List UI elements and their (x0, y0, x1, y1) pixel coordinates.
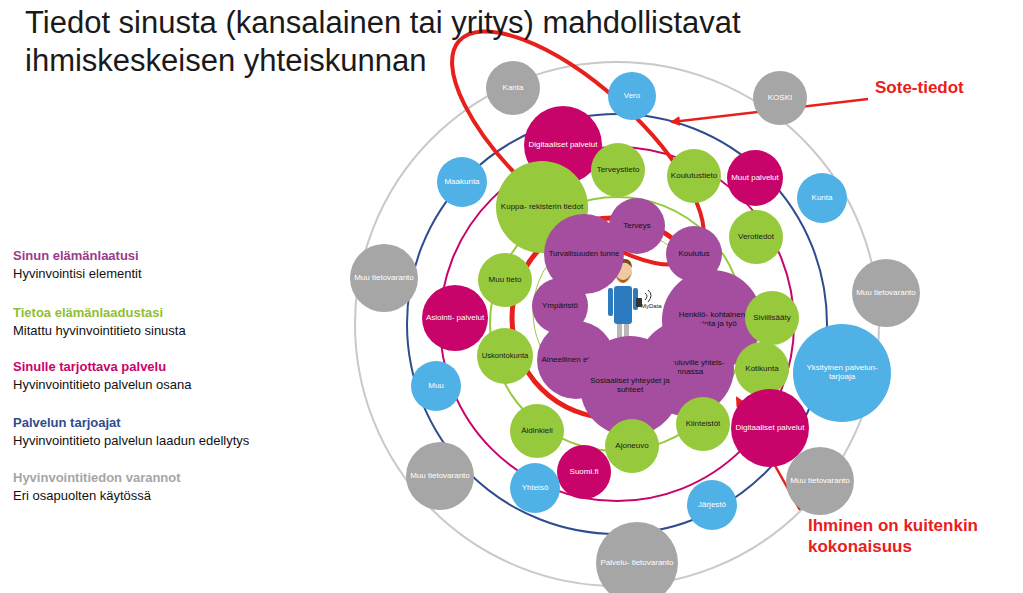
node-circle: Muut palvelut (727, 150, 783, 206)
node-circle: Muu tietovaranto (786, 447, 854, 515)
node-circle: Yksityinen palvelun- tarjoaja (793, 324, 891, 422)
node-text: Terveys (620, 222, 654, 231)
node-text: Muut palvelut (728, 174, 782, 183)
legend-heading: Palvelun tarjoajat (13, 415, 353, 431)
node-text: Kiinteistöt (683, 420, 724, 429)
node-circle: Suomi.fi (557, 445, 611, 499)
node-text: Järjestö (695, 501, 729, 510)
node-circle: Äidinkieli (510, 404, 564, 458)
node-text: Turvallisuuden tunne (546, 250, 623, 258)
node-circle: Ajoneuvo (605, 419, 659, 473)
node-text: Muu tietovaranto (351, 274, 417, 283)
node-text: Muu (425, 382, 447, 391)
legend-heading: Sinun elämänlaatusi (13, 248, 353, 264)
node-circle: Järjestö (687, 480, 737, 530)
node-text: Sosiaaliset yhteydet ja suhteet (580, 377, 680, 395)
legend-description: Mitattu hyvinvointitieto sinusta (13, 323, 353, 339)
node-circle: Asiointi- palvelut (422, 285, 488, 351)
node-circle: Yhteisö (510, 463, 560, 513)
node-text: Digitaaliset palvelut (526, 141, 601, 150)
node-text: Kanta (500, 84, 527, 93)
node-circle: Muu tietovaranto (350, 244, 418, 312)
node-circle: Palvelu- tietovaranto (596, 522, 678, 593)
node-text: Muu tietovaranto (853, 289, 919, 298)
node-text: Muu tieto (486, 276, 525, 285)
brand-label: MyData (641, 303, 681, 310)
node-circle: Kotikunta (735, 342, 789, 396)
node-text: Siviilisääty (750, 314, 793, 323)
node-circle: KOSKI (753, 71, 807, 125)
node-text: Suomi.fi (567, 468, 602, 477)
node-circle: Uskontokunta (477, 328, 533, 384)
node-text: Vero (621, 92, 643, 101)
node-circle: Kiinteistöt (676, 397, 730, 451)
legend-heading: Sinulle tarjottava palvelu (13, 359, 353, 375)
legend-heading: Tietoa elämänlaadustasi (13, 305, 353, 321)
node-circle: Muu tietovaranto (406, 442, 474, 510)
node-text: Yksityinen palvelun- tarjoaja (793, 364, 891, 382)
node-text: Ympäristö (539, 302, 581, 311)
outer-ring (355, 62, 879, 586)
node-text: Kunta (809, 194, 836, 203)
node-text: Kotikunta (742, 365, 781, 374)
node-text: Terveystieto (594, 166, 643, 175)
node-circle: Siviilisääty (745, 291, 799, 345)
title: Tiedot sinusta (kansalainen tai yritys) … (25, 4, 875, 80)
provider-ring (407, 114, 827, 534)
node-text: Verotiedot (735, 233, 777, 242)
red-annotations (418, 0, 868, 510)
node-circle: Muu tietovaranto (852, 259, 920, 327)
node-text: Kuppa- rekisterin tiedot (498, 203, 586, 212)
node-text: Koulutustieto (668, 172, 720, 181)
node-text: KOSKI (765, 94, 795, 103)
node-text: Muu tietovaranto (407, 472, 473, 481)
node-text: Ajoneuvo (612, 442, 651, 451)
legend-heading: Hyvinvointitiedon varannot (13, 470, 353, 486)
node-circle: Kanta (486, 61, 540, 115)
node-circle: Koulutustieto (667, 149, 721, 203)
node-text: Koulutus (675, 250, 712, 259)
node-circle: Muu tieto (478, 253, 532, 307)
node-text: Asiointi- palvelut (423, 314, 487, 323)
node-circle: Vero (608, 72, 656, 120)
node-circle: Terveystieto (591, 143, 645, 197)
node-text: Yhteisö (519, 484, 552, 493)
legend-description: Hyvinvointitieto palvelun osana (13, 377, 353, 393)
legend-description: Eri osapuolten käytössä (13, 488, 353, 504)
node-circle: Maakunta (437, 157, 487, 207)
node-text: Palvelu- tietovaranto (598, 559, 677, 568)
callout-note: Sote-tiedot (875, 78, 1015, 98)
callout-note: Ihminen on kuitenkin kokonaisuus (808, 515, 1018, 558)
node-text: Uskontokunta (479, 352, 532, 360)
legend-description: Hyvinvointitieto palvelun laadun edellyt… (13, 433, 353, 449)
node-text: Maakunta (441, 178, 482, 187)
node-text: Digitaaliset palvelut (733, 424, 808, 433)
node-text: Muu tietovaranto (787, 477, 853, 486)
node-circle: Verotiedot (729, 210, 783, 264)
legend-description: Hyvinvointisi elementit (13, 266, 353, 282)
node-text: Äidinkieli (518, 427, 556, 436)
node-circle: Kunta (797, 173, 847, 223)
node-circle: Muu (411, 361, 461, 411)
